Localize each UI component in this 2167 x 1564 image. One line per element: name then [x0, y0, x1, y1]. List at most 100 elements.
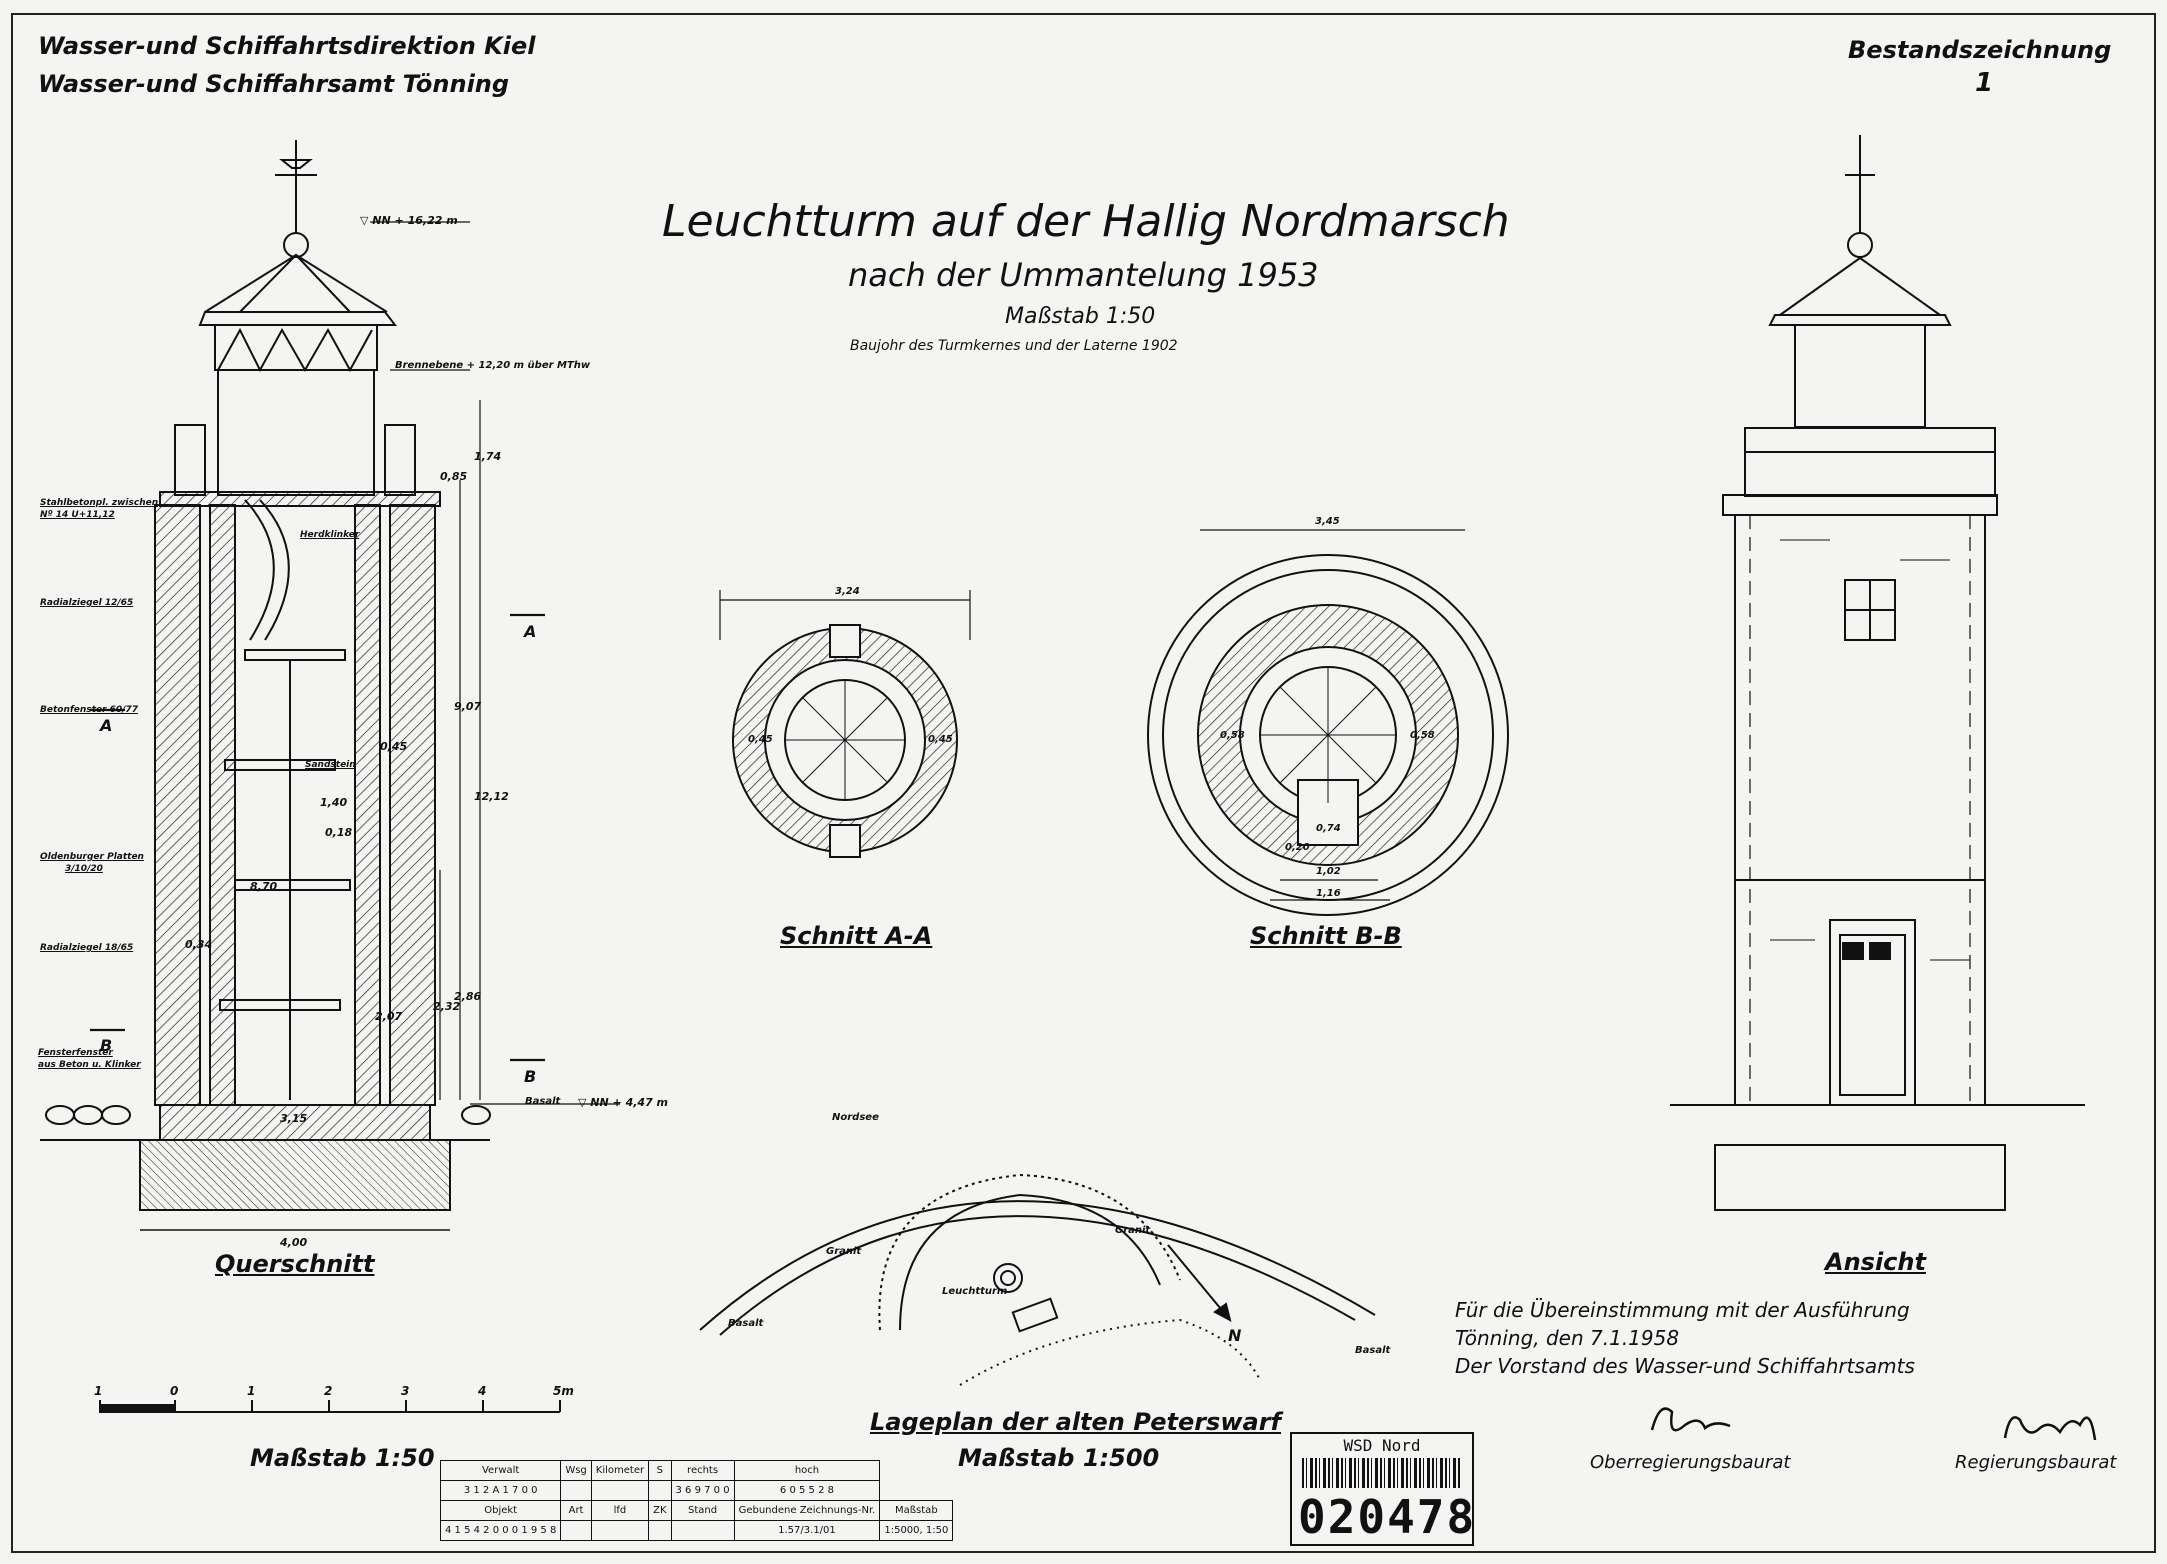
- dim-0-85: 0,85: [440, 470, 468, 483]
- dim-0-45: 0,45: [380, 740, 408, 753]
- schnitt-aa-drawing: [719, 590, 971, 858]
- dim-9-07: 9,07: [454, 700, 482, 713]
- tb-cell: 4 1 5 4 2 0 0 0 1 9 5 8: [439, 1520, 562, 1541]
- site-plan-drawing: [699, 1173, 1376, 1386]
- document-type: Bestandszeichnung: [1848, 36, 2112, 64]
- base-material-label: Basalt: [525, 1096, 561, 1107]
- schnitt-bb-caption: Schnitt B-B: [1250, 922, 1402, 950]
- base-level-label: ▽ NN + 4,47 m: [578, 1096, 669, 1109]
- authority-line-2: Wasser-und Schiffahrsamt Tönning: [38, 70, 510, 98]
- site-plan-scale: Maßstab 1:500: [958, 1444, 1160, 1472]
- tb-cell: Objekt: [439, 1500, 562, 1521]
- scale-tick-5m: 5m: [553, 1384, 574, 1398]
- annotation-2: Nº 14 U+11,12: [40, 510, 115, 520]
- section-drawing: [40, 140, 620, 1231]
- tb-cell: Maßstab: [879, 1500, 954, 1521]
- bb-dim-inner: 1,02: [1316, 866, 1341, 877]
- bb-dim-right: 0,58: [1410, 730, 1435, 741]
- ansicht-drawing: [1670, 135, 2085, 1211]
- tb-cell: 1.57/3.1/01: [733, 1520, 881, 1541]
- dim-8-70: 8,70: [250, 880, 278, 893]
- role-right: Regierungsbaurat: [1955, 1452, 2117, 1473]
- page-title: Leuchtturm auf der Hallig Nordmarsch: [662, 196, 1510, 247]
- annotation-4: Betonfenster 60/77: [40, 705, 138, 715]
- scale-bar-label: Maßstab 1:50: [250, 1444, 435, 1472]
- tb-cell: Art: [560, 1500, 592, 1521]
- annotation-3: Radialziegel 12/65: [40, 598, 134, 608]
- aa-dim-width: 3,24: [835, 586, 860, 597]
- scale-tick-3m: 3: [401, 1384, 410, 1398]
- bb-dim-width: 3,45: [1315, 516, 1340, 527]
- tb-cell: 1:5000, 1:50: [879, 1520, 954, 1541]
- tb-cell: lfd: [590, 1500, 650, 1521]
- tb-cell: [670, 1520, 735, 1541]
- site-label-nordsee: Nordsee: [832, 1112, 879, 1123]
- role-left: Oberregierungsbaurat: [1590, 1452, 1791, 1473]
- top-height-label: ▽ NN + 16,22 m: [360, 214, 458, 227]
- site-label-leuchtturm: Leuchtturm: [942, 1286, 1008, 1297]
- stamp-label: WSD Nord: [1343, 1436, 1421, 1455]
- title-scale: Maßstab 1:50: [1005, 304, 1156, 329]
- tb-cell: Kilometer: [590, 1460, 650, 1481]
- schnitt-aa-caption: Schnitt A-A: [780, 922, 933, 950]
- dim-3-15: 3,15: [280, 1112, 308, 1125]
- scale-tick-0: 0: [170, 1384, 179, 1398]
- annotation-10: Herdklinker: [300, 530, 360, 540]
- tb-cell: [560, 1520, 592, 1541]
- dim-2-07: 2,07: [375, 1010, 403, 1023]
- page-subtitle: nach der Ummantelung 1953: [848, 256, 1319, 294]
- site-label-granit-left: Granit: [826, 1246, 862, 1257]
- archive-stamp: WSD Nord 020478: [1290, 1432, 1474, 1546]
- site-label-granit-right: Granit: [1115, 1225, 1151, 1236]
- north-arrow-label: N: [1228, 1326, 1242, 1345]
- certification-line-1: Für die Übereinstimmung mit der Ausführu…: [1455, 1298, 1910, 1322]
- tb-cell: [560, 1480, 592, 1501]
- site-label-basalt-left: Basalt: [728, 1318, 764, 1329]
- section-marker-a-left: A: [100, 716, 113, 735]
- tb-cell: Stand: [670, 1500, 735, 1521]
- certification-line-3: Der Vorstand des Wasser-und Schiffahrtsa…: [1455, 1354, 1915, 1378]
- authority-line-1: Wasser-und Schiffahrtsdirektion Kiel: [38, 32, 536, 60]
- tb-cell: 6 0 5 5 2 8: [733, 1480, 881, 1501]
- schnitt-bb-drawing: [1147, 529, 1509, 916]
- tb-cell: [648, 1520, 672, 1541]
- scale-bar-drawing: [99, 1400, 561, 1413]
- annotation-6: 3/10/20: [65, 864, 103, 874]
- dim-1-40: 1,40: [320, 796, 348, 809]
- title-note: Baujohr des Turmkernes und der Laterne 1…: [850, 338, 1178, 354]
- title-block: Verwalt Wsg Kilometer S rechts hoch 3 1 …: [439, 1460, 954, 1541]
- annotation-9: aus Beton u. Klinker: [38, 1060, 141, 1070]
- tb-cell: ZK: [648, 1500, 672, 1521]
- tb-cell: S: [648, 1460, 672, 1481]
- annotation-7: Radialziegel 18/65: [40, 943, 134, 953]
- certification-line-2: Tönning, den 7.1.1958: [1455, 1326, 1680, 1350]
- annotation-11: Sandstein: [305, 760, 356, 770]
- scale-tick-1: 1: [94, 1384, 103, 1398]
- focal-plane-label: Brennebene + 12,20 m über MThw: [395, 360, 591, 371]
- tb-cell: Wsg: [560, 1460, 592, 1481]
- tb-cell: 3 1 2 A 1 7 0 0: [439, 1480, 562, 1501]
- dim-0-34: 0,34: [185, 938, 213, 951]
- bb-dim-left: 0,58: [1220, 730, 1245, 741]
- annotation-5: Oldenburger Platten: [40, 852, 144, 862]
- tb-cell: Gebundene Zeichnungs-Nr.: [733, 1500, 881, 1521]
- dim-2-86: 2,86: [454, 990, 482, 1003]
- querschnitt-caption: Querschnitt: [215, 1250, 375, 1278]
- scale-tick-4m: 4: [478, 1384, 487, 1398]
- tb-cell: hoch: [733, 1460, 881, 1481]
- section-marker-b-right: B: [524, 1067, 537, 1086]
- sheet-number: 1: [1975, 68, 1994, 98]
- bb-dim-door: 0,74: [1316, 823, 1341, 834]
- tb-cell: [590, 1520, 650, 1541]
- sheet-border: [11, 13, 2156, 1553]
- aa-dim-left: 0,45: [748, 734, 773, 745]
- tb-cell: [648, 1480, 672, 1501]
- stamp-number: 020478: [1298, 1490, 1477, 1544]
- dim-2-32: 2,32: [433, 1000, 461, 1013]
- ansicht-caption: Ansicht: [1825, 1248, 1926, 1276]
- tb-cell: rechts: [670, 1460, 735, 1481]
- site-label-basalt-right: Basalt: [1355, 1345, 1391, 1356]
- scale-tick-2m: 2: [324, 1384, 333, 1398]
- aa-dim-right: 0,45: [928, 734, 953, 745]
